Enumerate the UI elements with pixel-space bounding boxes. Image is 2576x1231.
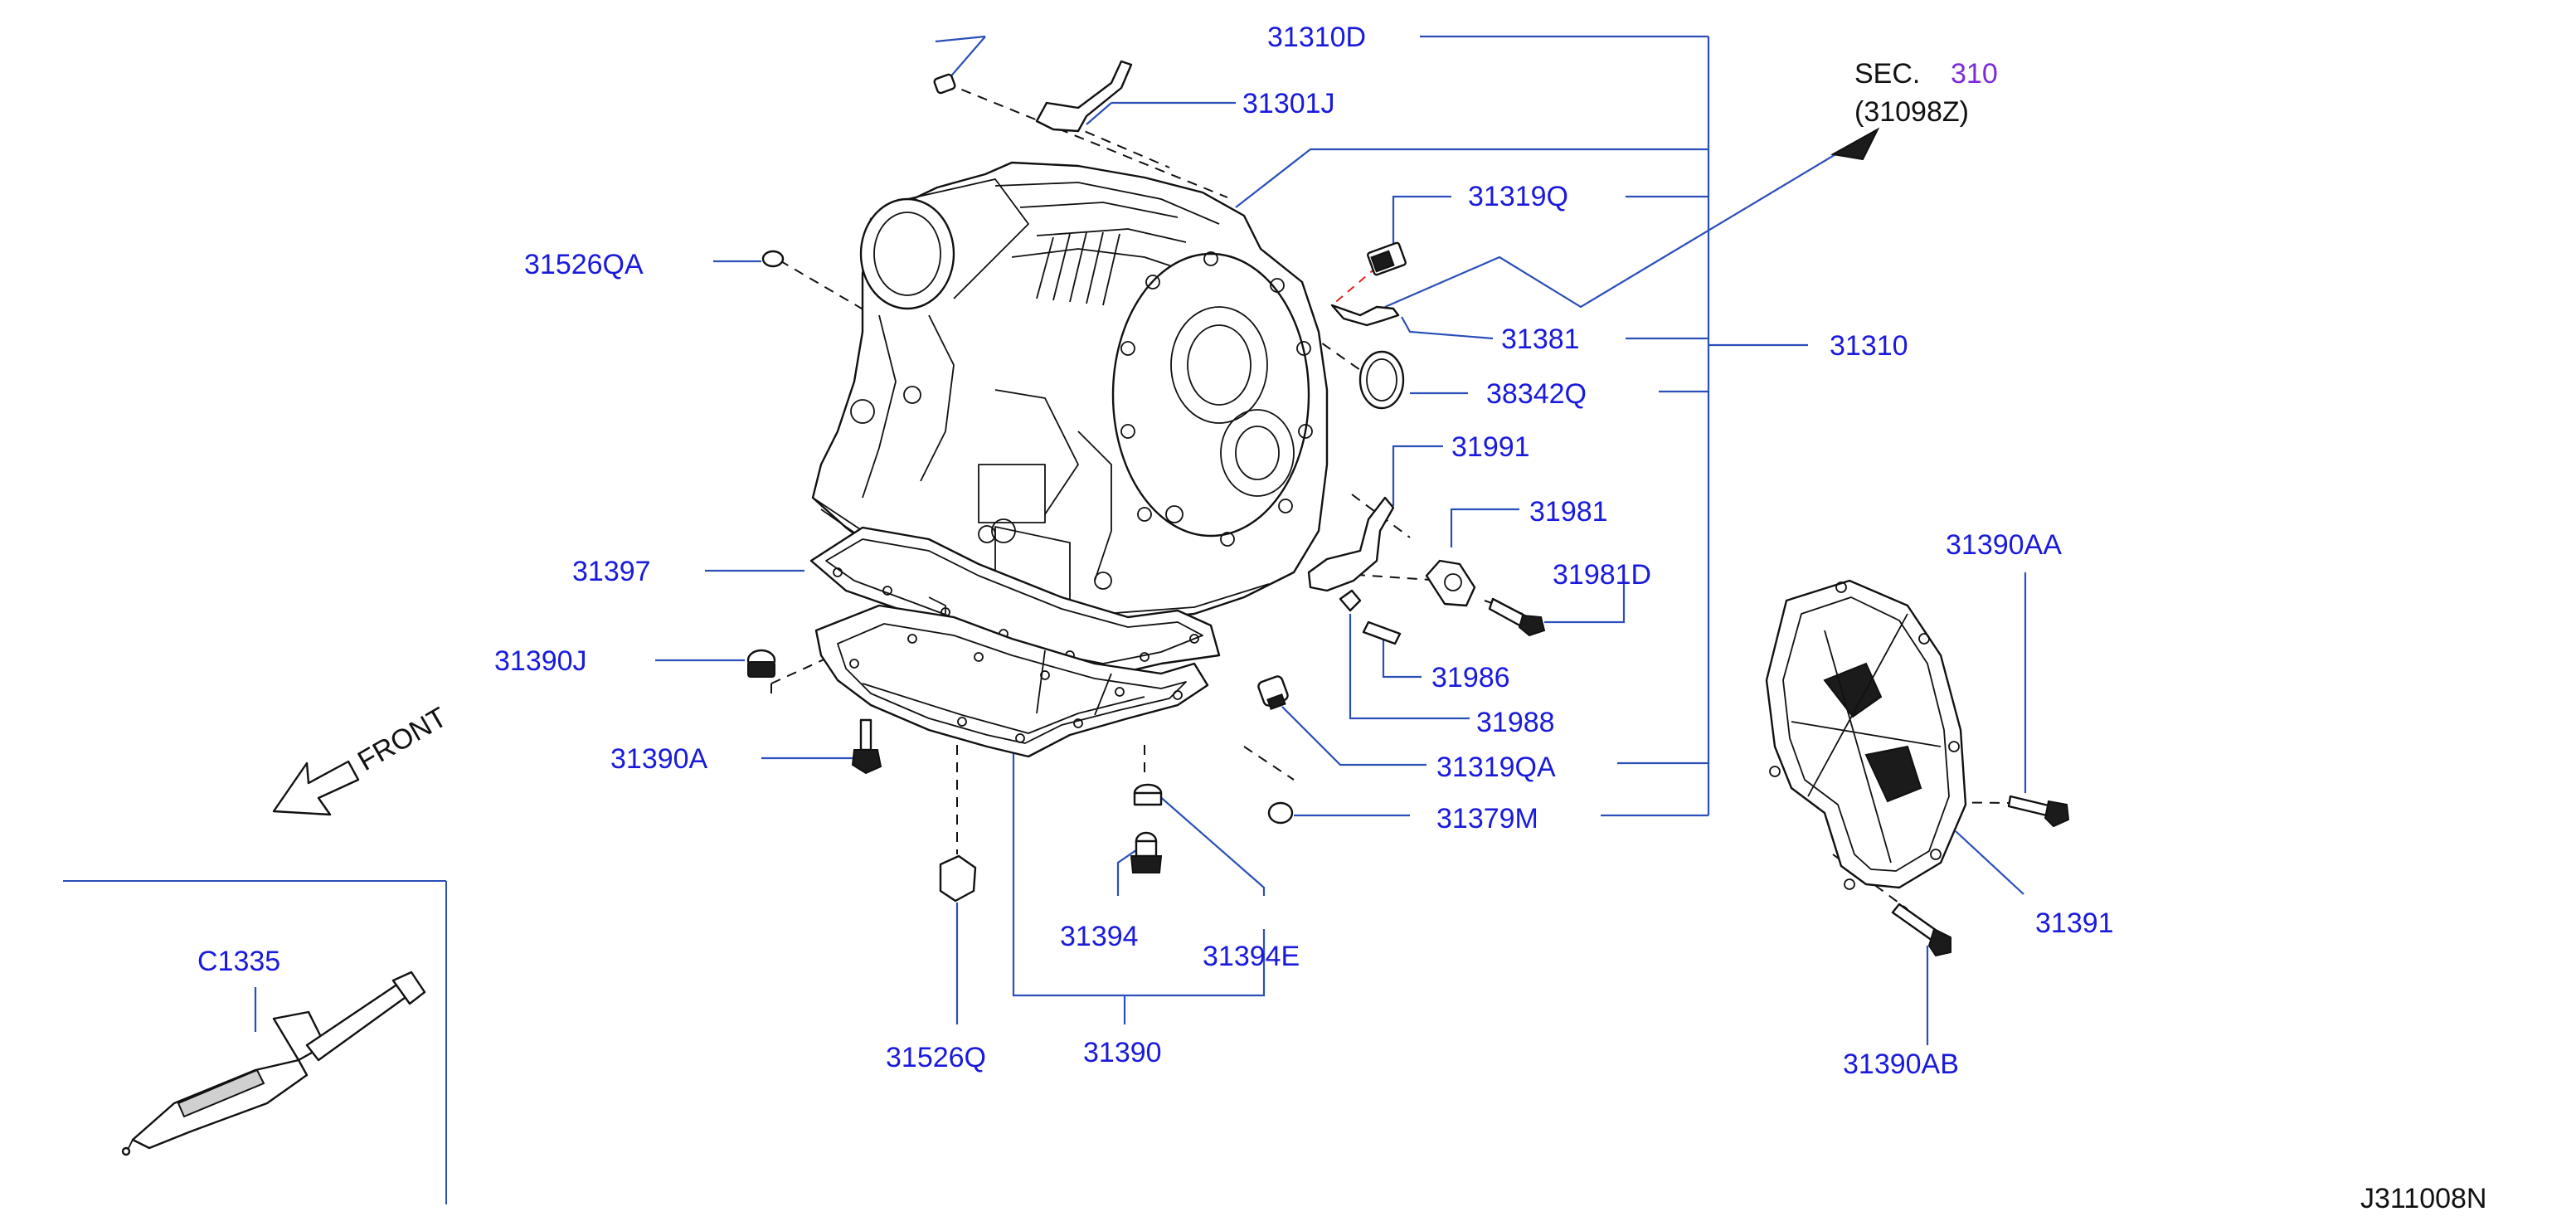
label-31390J[interactable]: 31390J [494, 645, 587, 677]
label-31981D[interactable]: 31981D [1553, 559, 1651, 591]
label-31310D[interactable]: 31310D [1267, 22, 1366, 53]
label-31526QA[interactable]: 31526QA [524, 249, 644, 280]
front-arrow-icon [272, 760, 360, 816]
section-ref-code: (31098Z) [1854, 96, 1969, 128]
label-31988[interactable]: 31988 [1476, 707, 1555, 738]
label-C1335[interactable]: C1335 [197, 946, 280, 977]
label-31381[interactable]: 31381 [1501, 324, 1580, 355]
side-cover-31391-illustration [1765, 579, 2070, 957]
label-31301J[interactable]: 31301J [1242, 88, 1335, 119]
label-38342Q[interactable]: 38342Q [1486, 378, 1587, 410]
label-31319Q[interactable]: 31319Q [1468, 181, 1568, 212]
flange-bolt-bosses [1120, 251, 1313, 547]
label-31391[interactable]: 31391 [2035, 907, 2114, 939]
label-31390[interactable]: 31390 [1083, 1037, 1162, 1068]
section-ref-number[interactable]: 310 [1951, 58, 1998, 90]
label-31310[interactable]: 31310 [1830, 330, 1908, 362]
label-31319QA[interactable]: 31319QA [1436, 752, 1556, 783]
diagram-code: J311008N [2360, 1183, 2487, 1214]
label-31390A[interactable]: 31390A [610, 743, 708, 775]
label-31390AA[interactable]: 31390AA [1946, 529, 2062, 561]
leader-lines [63, 35, 2027, 1204]
label-31991[interactable]: 31991 [1451, 431, 1530, 463]
label-31394[interactable]: 31394 [1060, 921, 1139, 952]
label-31526Q[interactable]: 31526Q [886, 1042, 986, 1073]
sealant-tube-c1335-illustration [121, 971, 426, 1156]
label-31986[interactable]: 31986 [1431, 662, 1510, 693]
label-31379M[interactable]: 31379M [1436, 803, 1538, 834]
section-link-arrow-icon [1830, 127, 1880, 161]
label-31397[interactable]: 31397 [572, 556, 651, 587]
label-31981[interactable]: 31981 [1529, 496, 1608, 528]
transaxle-case-illustration [811, 161, 1329, 632]
section-ref-prefix: SEC. [1854, 58, 1920, 90]
label-31394E[interactable]: 31394E [1203, 941, 1300, 972]
oil-pan-31390 [814, 596, 1209, 758]
front-direction-label: FRONT [352, 701, 452, 776]
small-parts [746, 60, 1546, 903]
label-31390AB[interactable]: 31390AB [1843, 1049, 1959, 1080]
